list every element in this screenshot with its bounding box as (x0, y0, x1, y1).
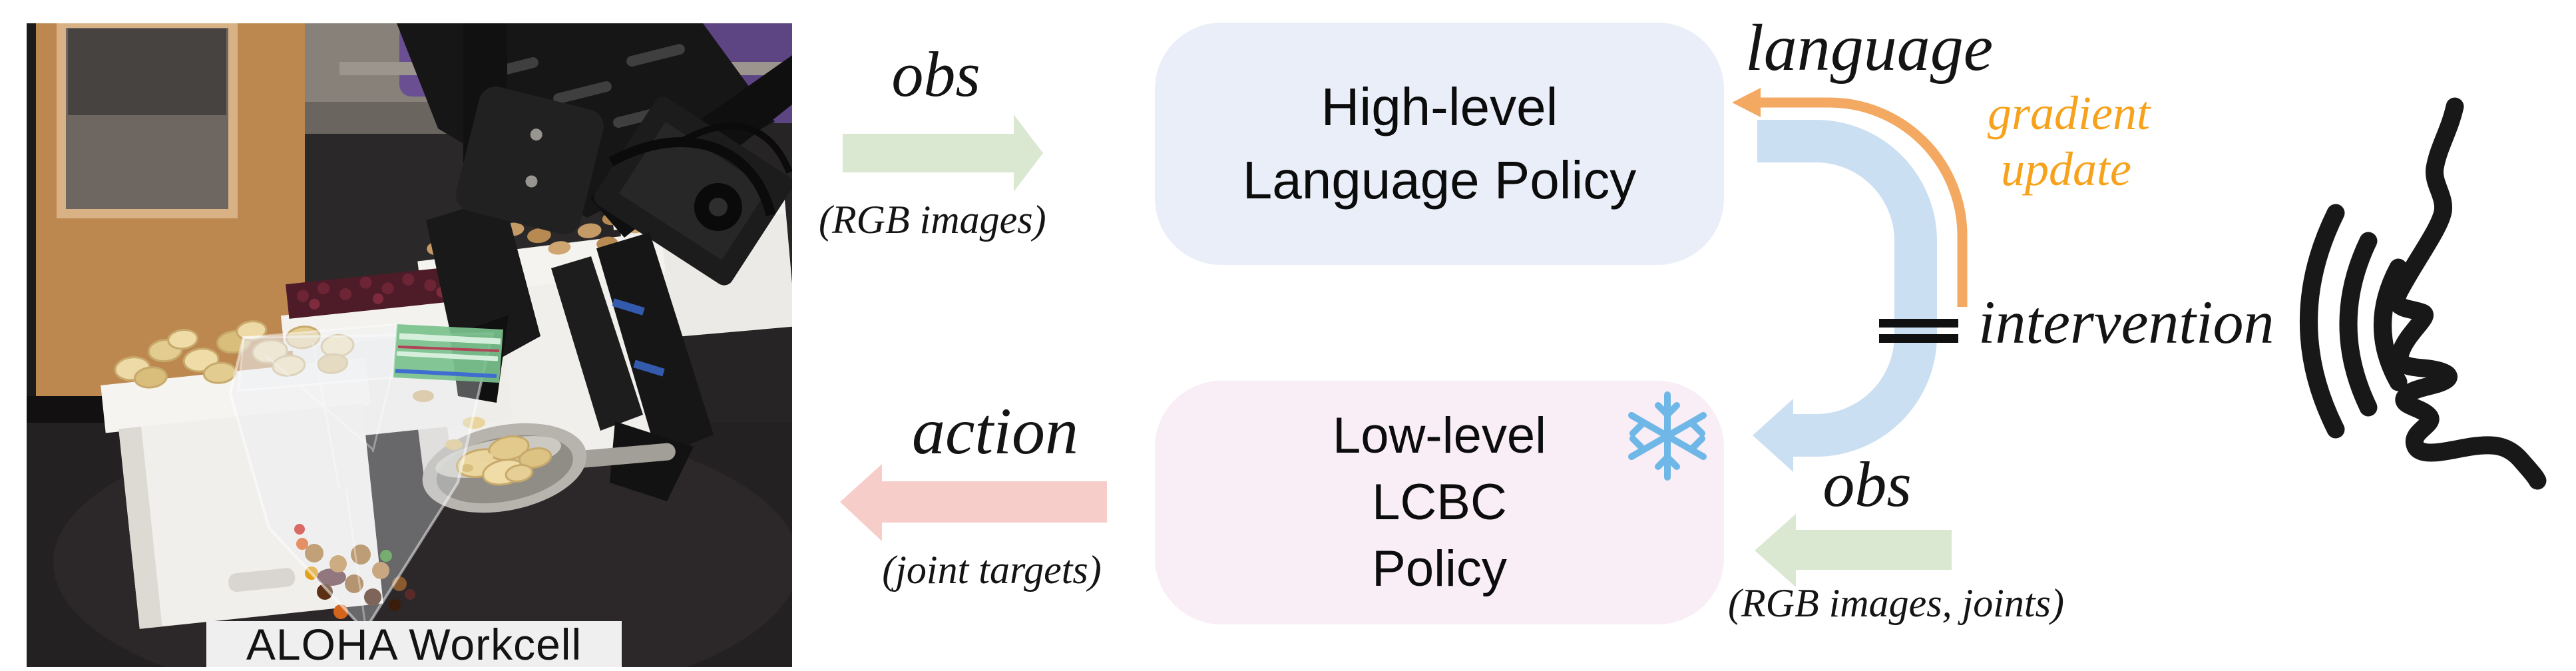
obs-top-label: obs (891, 39, 980, 110)
falling-chips (445, 417, 493, 472)
action-sublabel: (joint targets) (882, 548, 1102, 592)
obs-arrow-top (843, 114, 1043, 192)
gradient-update-label-line2: update (2001, 142, 2131, 196)
low-level-policy-label: Low-level LCBC Policy (1155, 381, 1724, 624)
high-level-policy-label: High-level Language Policy (1155, 23, 1724, 265)
low-level-line3: Policy (1372, 541, 1507, 598)
intervention-equals-icon (1879, 319, 1958, 343)
high-level-line2: Language Policy (1242, 150, 1637, 210)
photo-caption-text: ALOHA Workcell (246, 620, 582, 667)
high-level-line1: High-level (1321, 77, 1558, 136)
sound-wave-middle (2339, 232, 2378, 417)
language-flow-arrow (1753, 120, 1937, 472)
low-level-policy-box (1155, 381, 1724, 624)
cable (608, 137, 776, 216)
high-level-policy-box (1155, 23, 1724, 265)
trail-mix (294, 390, 434, 619)
right-gripper-finger (596, 232, 714, 457)
low-level-line2: LCBC (1372, 473, 1507, 531)
low-level-line1: Low-level (1332, 407, 1547, 464)
face-profile (2388, 97, 2547, 490)
right-arm-plate (456, 87, 604, 234)
aloha-workcell-photo: ALOHA Workcell (27, 23, 792, 667)
language-label: language (1745, 11, 1994, 85)
gradient-update-label-line1: gradient (1988, 87, 2150, 140)
robot-arms (397, 23, 792, 501)
snowflake-icon (1628, 391, 1707, 481)
obs-bottom-label: obs (1823, 449, 1912, 520)
obs-arrow-bottom (1755, 514, 1952, 587)
obs-bottom-sublabel: (RGB images, joints) (1728, 581, 2064, 625)
sound-wave-inner (2374, 258, 2408, 391)
sound-wave-outer (2300, 204, 2345, 439)
action-label: action (912, 394, 1078, 468)
photo-caption: ALOHA Workcell (206, 620, 622, 667)
obs-top-sublabel: (RGB images) (819, 198, 1046, 242)
gradient-update-arrow (1732, 88, 1968, 307)
action-arrow (840, 464, 1107, 541)
speaking-face-icon (2300, 97, 2547, 490)
intervention-label: intervention (1978, 288, 2274, 356)
